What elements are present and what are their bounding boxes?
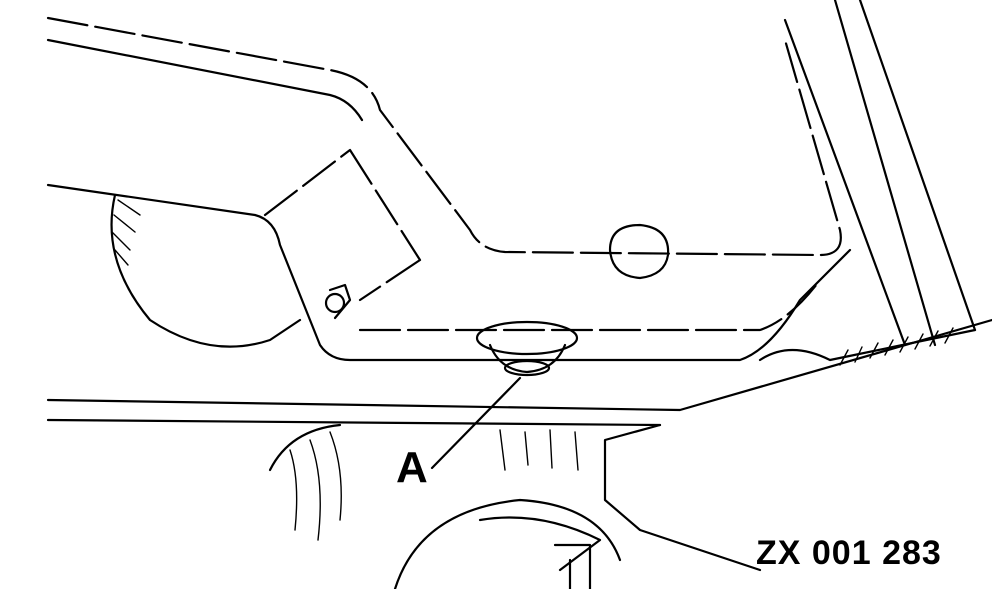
pan-ridge [263, 148, 422, 302]
housing-outline [46, 16, 842, 257]
bolt-head [328, 283, 352, 320]
filler-cap [608, 223, 670, 280]
callout-label-a: A [396, 443, 428, 492]
pan-flange [358, 278, 822, 332]
rail-line [833, 0, 937, 347]
bolt-icon [324, 292, 346, 314]
rail-line [858, 0, 977, 332]
hatching [111, 199, 141, 266]
hub-inner [478, 516, 602, 572]
rail-line [783, 18, 907, 347]
hose-hatching [839, 327, 954, 366]
tire-arc [268, 423, 342, 472]
bracket [603, 423, 762, 572]
housing-edge [46, 38, 364, 122]
oil-pan-outline [46, 183, 852, 362]
drain-plug-head [503, 359, 551, 377]
tire-tread [289, 431, 342, 541]
hub-bolt [553, 543, 592, 589]
hose [758, 328, 977, 362]
hub-rim [393, 498, 622, 589]
drain-plug [488, 343, 567, 374]
hatching [499, 429, 579, 471]
crossmember-top [46, 318, 992, 412]
crossmember-bottom [46, 418, 662, 427]
drain-plug-washer [475, 320, 579, 356]
reference-code: ZX 001 283 [756, 534, 942, 572]
round-housing [110, 193, 302, 348]
